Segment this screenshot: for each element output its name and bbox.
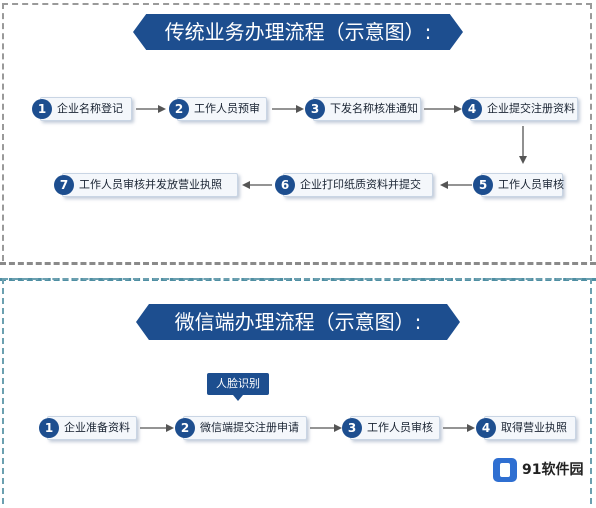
face-recognition-callout: 人脸识别 — [207, 373, 269, 401]
step-label: 工作人员预审 — [194, 102, 260, 115]
arrow-left-icon — [242, 179, 272, 191]
wechat-step-1: 1 企业准备资料 — [39, 416, 137, 440]
step-label: 企业打印纸质资料并提交 — [300, 178, 421, 191]
step-number-badge: 4 — [462, 99, 482, 119]
wechat-step-2: 2 微信端提交注册申请 — [175, 416, 307, 440]
step-label: 取得营业执照 — [501, 421, 567, 434]
watermark: 91软件园 — [493, 456, 593, 490]
step-number-badge: 5 — [473, 175, 493, 195]
arrow-right-icon — [136, 103, 166, 115]
arrow-right-icon — [140, 422, 174, 434]
step-number-badge: 1 — [32, 99, 52, 119]
step-label: 工作人员审核 — [498, 178, 564, 191]
traditional-step-6: 6 企业打印纸质资料并提交 — [275, 173, 433, 197]
traditional-flow-section — [2, 3, 592, 261]
arrow-right-icon — [424, 103, 462, 115]
step-label: 工作人员审核 — [367, 421, 433, 434]
traditional-step-7: 7 工作人员审核并发放营业执照 — [54, 173, 238, 197]
section-divider-top — [0, 262, 596, 265]
traditional-step-2: 2 工作人员预审 — [169, 97, 267, 121]
step-number-badge: 3 — [305, 99, 325, 119]
arrow-right-icon — [310, 422, 342, 434]
watermark-text: 91软件园 — [522, 462, 584, 478]
wechat-flow-title: 微信端办理流程（示意图）: — [136, 304, 460, 340]
step-number-badge: 2 — [175, 418, 195, 438]
step-label: 企业名称登记 — [57, 102, 123, 115]
arrow-right-icon — [272, 103, 304, 115]
step-number-badge: 1 — [39, 418, 59, 438]
step-label: 微信端提交注册申请 — [200, 421, 299, 434]
step-label: 下发名称核准通知 — [330, 102, 418, 115]
arrow-down-icon — [517, 126, 529, 164]
traditional-step-3: 3 下发名称核准通知 — [305, 97, 421, 121]
traditional-flow-title: 传统业务办理流程（示意图）: — [133, 14, 463, 50]
wechat-flow-section — [2, 278, 592, 504]
traditional-step-4: 4 企业提交注册资料 — [462, 97, 578, 121]
step-label: 企业提交注册资料 — [487, 102, 575, 115]
wechat-step-3: 3 工作人员审核 — [342, 416, 440, 440]
step-number-badge: 2 — [169, 99, 189, 119]
arrow-right-icon — [443, 422, 475, 434]
step-number-badge: 6 — [275, 175, 295, 195]
step-number-badge: 3 — [342, 418, 362, 438]
arrow-left-icon — [440, 179, 472, 191]
step-number-badge: 7 — [54, 175, 74, 195]
step-label: 工作人员审核并发放营业执照 — [79, 178, 222, 191]
step-label: 企业准备资料 — [64, 421, 130, 434]
traditional-step-5: 5 工作人员审核 — [473, 173, 564, 197]
step-number-badge: 4 — [476, 418, 496, 438]
watermark-logo-icon — [493, 458, 517, 482]
wechat-step-4: 4 取得营业执照 — [476, 416, 576, 440]
traditional-step-1: 1 企业名称登记 — [32, 97, 132, 121]
